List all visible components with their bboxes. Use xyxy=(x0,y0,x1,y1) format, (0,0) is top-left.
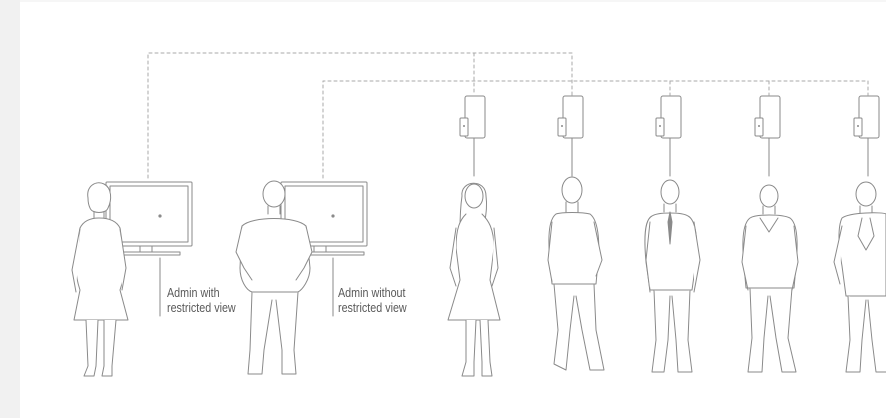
person-woman-icon xyxy=(448,183,500,376)
label-admin-restricted: Admin with restricted view xyxy=(167,286,236,316)
person-man-admin-icon xyxy=(236,181,312,374)
phone-icon xyxy=(854,96,879,176)
phone-icon xyxy=(460,96,485,176)
person-man-sweater-icon xyxy=(548,177,604,370)
connector-admin-unrestricted xyxy=(323,81,868,178)
label-admin-restricted-line1: Admin with xyxy=(167,286,236,301)
phone-icon xyxy=(558,96,583,176)
phone-icon xyxy=(755,96,780,176)
phone-icon xyxy=(656,96,681,176)
person-man-jacket-icon xyxy=(834,182,886,372)
label-admin-unrestricted: Admin without restricted view xyxy=(338,286,407,316)
person-man-suit-icon xyxy=(645,180,700,372)
label-admin-unrestricted-line2: restricted view xyxy=(338,301,407,316)
label-admin-restricted-line2: restricted view xyxy=(167,301,236,316)
person-woman-admin-icon xyxy=(72,183,128,376)
label-admin-unrestricted-line1: Admin without xyxy=(338,286,407,301)
person-man-vneck-icon xyxy=(742,185,798,372)
connector-admin-restricted xyxy=(148,53,572,178)
